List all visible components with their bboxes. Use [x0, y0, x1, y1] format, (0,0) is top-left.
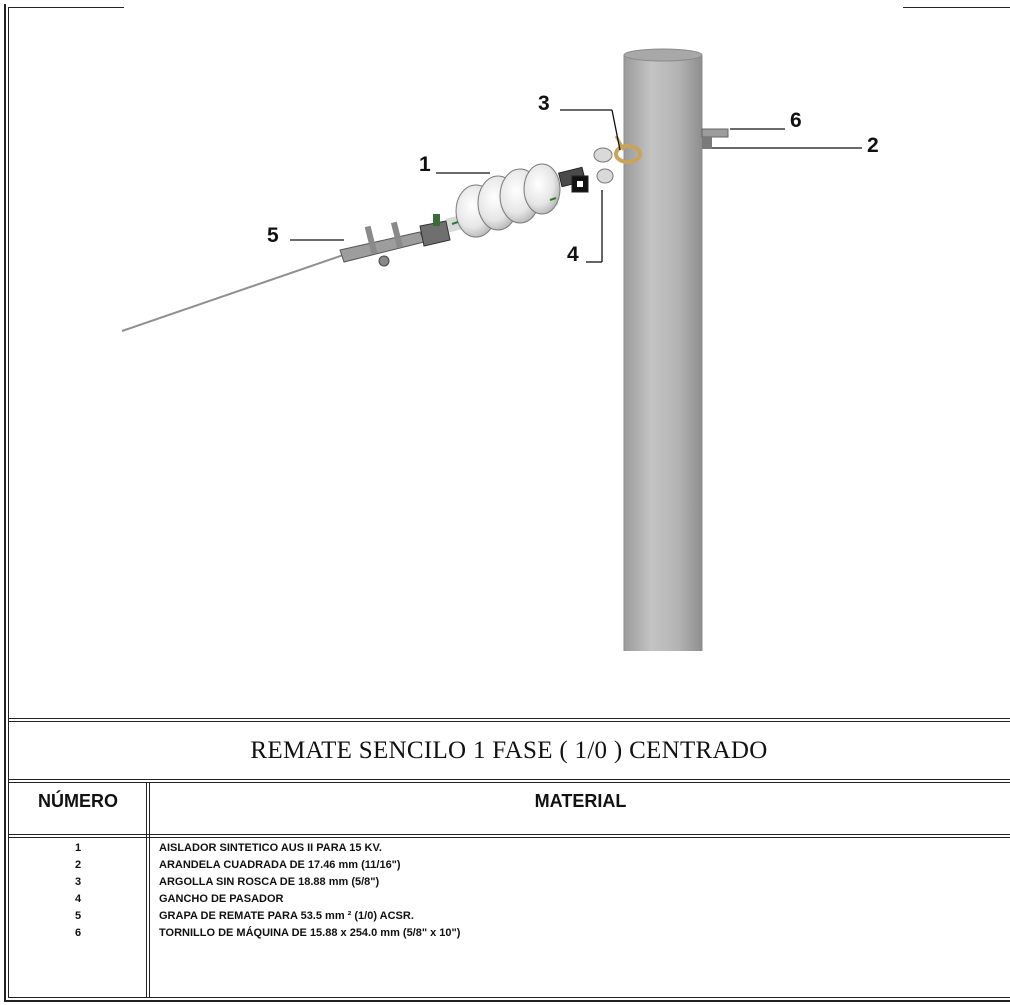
frame-top-line-left — [8, 7, 124, 8]
table-row: 3 ARGOLLA SIN ROSCA DE 18.88 mm (5/8") — [0, 874, 1010, 891]
pole — [623, 48, 703, 651]
column-divider-double — [149, 782, 150, 998]
callout-5: 5 — [267, 224, 279, 247]
row-number: 6 — [74, 927, 82, 939]
frame-top-line-right — [903, 7, 1010, 8]
dead-end-clamp — [339, 214, 451, 267]
row-material: ARGOLLA SIN ROSCA DE 18.88 mm (5/8") — [159, 876, 380, 888]
drawing-title: REMATE SENCILO 1 FASE ( 1/0 ) CENTRADO — [250, 737, 768, 764]
row-material: TORNILLO DE MÁQUINA DE 15.88 x 254.0 mm … — [159, 927, 461, 939]
callout-1: 1 — [419, 153, 431, 176]
table-row: 6 TORNILLO DE MÁQUINA DE 15.88 x 254.0 m… — [0, 925, 1010, 942]
pole-assembly-diagram: 1 3 6 2 4 5 — [121, 48, 879, 651]
table-row: 5 GRAPA DE REMATE PARA 53.5 mm ² (1/0) A… — [0, 908, 1010, 925]
table-row: 2 ARANDELA CUADRADA DE 17.46 mm (11/16") — [0, 857, 1010, 874]
divider-title-header — [8, 779, 1010, 780]
callout-leaders — [290, 109, 862, 263]
callout-4: 4 — [567, 243, 579, 266]
materials-table-body: 1 AISLADOR SINTETICO AUS II PARA 15 KV. … — [0, 840, 1010, 942]
row-material: ARANDELA CUADRADA DE 17.46 mm (11/16") — [159, 859, 401, 871]
conductor-wire — [121, 251, 353, 332]
callout-3: 3 — [538, 92, 550, 115]
table-row: 4 GANCHO DE PASADOR — [0, 891, 1010, 908]
table-row: 1 AISLADOR SINTETICO AUS II PARA 15 KV. — [0, 840, 1010, 857]
header-material: MATERIAL — [534, 791, 627, 811]
row-material: GRAPA DE REMATE PARA 53.5 mm ² (1/0) ACS… — [159, 910, 414, 922]
clevis-hook — [558, 147, 614, 193]
synthetic-insulator — [445, 163, 561, 238]
callout-6: 6 — [790, 109, 802, 132]
column-divider — [146, 782, 147, 998]
divider-diagram-title-double — [8, 721, 1010, 722]
divider-header-body-double — [8, 837, 1010, 838]
frame-border-outer — [4, 4, 1010, 1002]
divider-title-header-double — [8, 782, 1010, 783]
frame-border-inner — [8, 8, 1010, 998]
header-number: NÚMERO — [38, 791, 118, 811]
row-material: GANCHO DE PASADOR — [159, 893, 284, 905]
row-material: AISLADOR SINTETICO AUS II PARA 15 KV. — [159, 842, 382, 854]
callout-2: 2 — [867, 134, 879, 157]
row-number: 1 — [74, 842, 82, 854]
machine-bolt — [701, 128, 729, 149]
row-number: 4 — [74, 893, 82, 905]
row-number: 2 — [74, 859, 82, 871]
row-number: 5 — [74, 910, 82, 922]
divider-header-body — [8, 834, 1010, 835]
divider-diagram-title — [8, 718, 1010, 719]
row-number: 3 — [74, 876, 82, 888]
